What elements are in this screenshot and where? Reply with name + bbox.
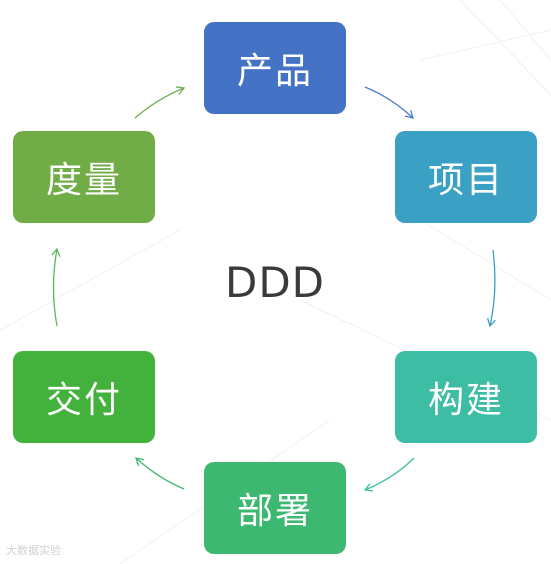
node-measure: 度量 — [13, 131, 155, 223]
node-measure-label: 度量 — [45, 160, 122, 201]
arrow-project-to-build — [486, 249, 496, 328]
node-deliver-label: 交付 — [45, 380, 122, 421]
node-product: 产品 — [204, 22, 346, 114]
node-project-label: 项目 — [427, 160, 504, 201]
node-build: 构建 — [395, 351, 537, 443]
arrow-deliver-to-measure — [51, 247, 61, 327]
node-deliver: 交付 — [13, 351, 155, 443]
node-product-label: 产品 — [236, 51, 313, 92]
arrow-measure-to-product — [134, 86, 186, 119]
watermark: 大数据实验 — [6, 542, 61, 558]
node-project: 项目 — [395, 131, 537, 223]
watermark-text: 大数据实验 — [6, 544, 61, 557]
arrow-deploy-to-deliver — [135, 457, 185, 490]
center-label: DDD — [224, 258, 326, 307]
arrow-build-to-deploy — [363, 457, 415, 492]
node-build-label: 构建 — [427, 380, 504, 421]
node-deploy-label: 部署 — [236, 491, 313, 532]
arrow-product-to-project — [364, 86, 414, 119]
node-deploy: 部署 — [204, 462, 346, 554]
